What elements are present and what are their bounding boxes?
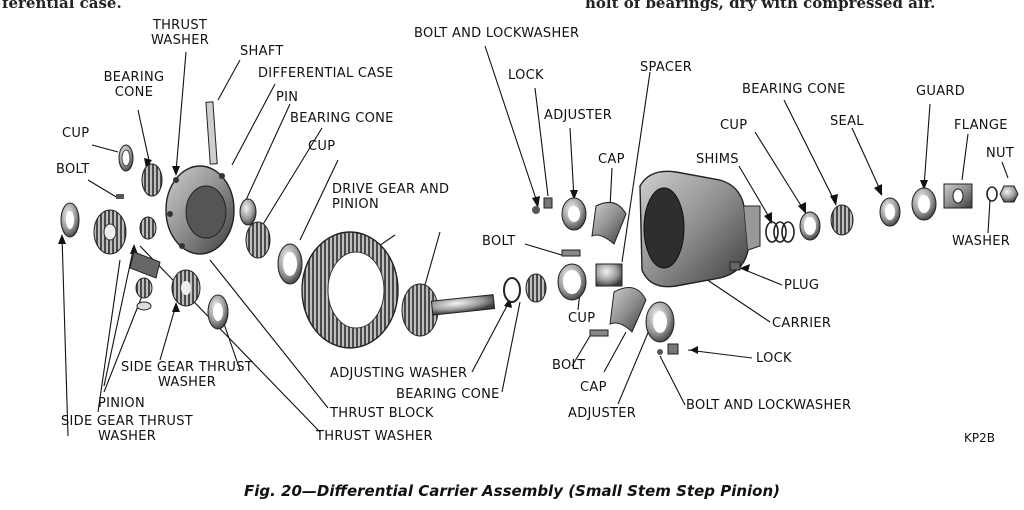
label-adjuster-top: ADJUSTER [544, 108, 613, 123]
leader-lines [61, 45, 1009, 437]
label-bolt-left: BOLT [56, 162, 90, 177]
figure-caption: Fig. 20—Differential Carrier Assembly (S… [243, 482, 781, 500]
label-lock-top: LOCK [508, 68, 544, 83]
right-parts [765, 183, 1019, 243]
label-thrust-washer-top: THRUST WASHER [150, 18, 210, 48]
label-shaft: SHAFT [240, 44, 284, 59]
label-carrier: CARRIER [772, 316, 832, 331]
label-adjuster-bottom: ADJUSTER [568, 406, 637, 421]
left-parts [60, 101, 303, 330]
label-shims: SHIMS [696, 152, 739, 167]
label-bearing-cone-mid: BEARING CONE [290, 111, 394, 126]
label-cup-left: CUP [62, 126, 90, 141]
label-bearing-cone-left: BEARING CONE [103, 70, 165, 100]
carrier-housing [639, 170, 761, 288]
label-seal: SEAL [830, 114, 864, 129]
label-bolt-mid: BOLT [482, 234, 516, 249]
label-bolt-and-lockwasher-top: BOLT AND LOCKWASHER [414, 26, 580, 41]
label-flange: FLANGE [954, 118, 1008, 133]
label-thrust-washer-bottom: THRUST WASHER [316, 429, 433, 444]
label-cap-bottom: CAP [580, 380, 607, 395]
label-pinion: PINION [98, 396, 145, 411]
label-drive-gear-and-pinion: DRIVE GEAR AND PINION [332, 182, 450, 212]
label-adjusting-washer: ADJUSTING WASHER [330, 366, 468, 381]
exploded-diagram [58, 45, 1019, 437]
label-bolt-bottom: BOLT [552, 358, 586, 373]
label-guard: GUARD [916, 84, 966, 99]
drive-gear-and-pinion [301, 231, 496, 349]
label-cap-top: CAP [598, 152, 625, 167]
label-lock-bottom: LOCK [756, 351, 792, 366]
figure-code: KP2B [964, 431, 995, 445]
label-cup-bottom: CUP [568, 311, 596, 326]
label-nut: NUT [986, 146, 1015, 161]
label-cup-mid: CUP [308, 139, 336, 154]
label-bolt-and-lockwasher-bottom: BOLT AND LOCKWASHER [686, 398, 852, 413]
label-spacer: SPACER [640, 60, 693, 75]
label-bearing-cone-right: BEARING CONE [742, 82, 846, 97]
label-plug: PLUG [784, 278, 820, 293]
label-differential-case: DIFFERENTIAL CASE [258, 66, 394, 81]
top-text-right: holt of bearings, dry with compressed ai… [585, 0, 936, 12]
label-pin: PIN [276, 90, 299, 105]
top-text-left: ferential case. [2, 0, 122, 12]
label-bearing-cone-bottom: BEARING CONE [396, 387, 500, 402]
mid-parts [503, 197, 679, 355]
label-side-gear-thrust-washer-bottom: SIDE GEAR THRUST WASHER [60, 414, 194, 444]
leader-arrowheads [58, 158, 928, 354]
label-washer: WASHER [952, 234, 1011, 249]
label-cup-right: CUP [720, 118, 748, 133]
label-side-gear-thrust-washer-mid: SIDE GEAR THRUST WASHER [120, 360, 254, 390]
label-thrust-block: THRUST BLOCK [330, 406, 434, 421]
